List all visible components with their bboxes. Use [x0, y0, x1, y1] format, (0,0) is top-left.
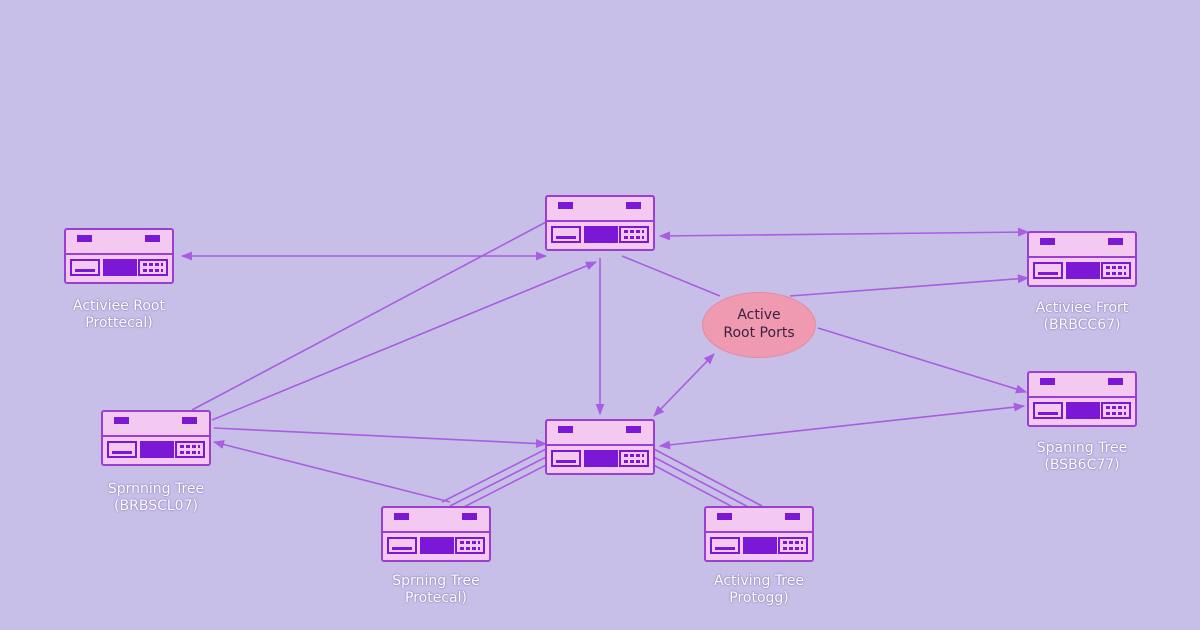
port-panel [103, 435, 209, 464]
label-n7-line1: Sprning Tree [392, 573, 480, 589]
port-panel [66, 253, 172, 282]
link-n5-n8-b [647, 453, 755, 511]
status-led [394, 513, 409, 520]
label-n8-line2: Protogg) [729, 590, 789, 606]
link-n2-bubble [621, 255, 721, 297]
status-led [77, 235, 92, 242]
label-n7-line2: Protecal) [405, 590, 467, 606]
switch-n2 [545, 195, 655, 251]
status-led [558, 202, 573, 209]
link-n2-n4-b [211, 261, 598, 421]
label-n6-line2: (BSB6C77) [1044, 457, 1120, 473]
switch-n1 [64, 228, 174, 284]
link-n2-n4 [191, 221, 547, 411]
status-led [182, 417, 197, 424]
status-led [1040, 238, 1055, 245]
label-n4-line2: (BRBSCL07) [114, 498, 198, 514]
label-n3-line1: Activiee Frort [1035, 300, 1129, 316]
link-n4-n5 [213, 427, 548, 448]
status-led [558, 426, 573, 433]
link-n5-n7-c [457, 459, 557, 511]
link-n5-bubble [653, 353, 715, 417]
label-n3-line2: (BRBCC67) [1043, 317, 1121, 333]
link-bubble-n3 [789, 274, 1030, 297]
link-bubble-n6 [817, 327, 1028, 394]
status-led [717, 513, 732, 520]
switch-n3 [1027, 231, 1137, 287]
link-n2-n3 [658, 227, 1030, 241]
port-panel [706, 531, 812, 560]
label-n8-line1: Activing Tree [714, 573, 804, 589]
link-n5-n6 [658, 402, 1026, 450]
status-led [145, 235, 160, 242]
label-n4: Sprnning Tree (BRBSCL07) [56, 481, 256, 515]
bubble-line2: Root Ports [723, 325, 795, 341]
active-root-ports-bubble: Active Root Ports [702, 292, 816, 358]
status-led [785, 513, 800, 520]
label-n7: Sprning Tree Protecal) [336, 573, 536, 607]
label-n1: Activiee Root Prottecal) [19, 298, 219, 332]
label-n6-line1: Spaning Tree [1036, 440, 1128, 456]
status-led [462, 513, 477, 520]
switch-n7 [381, 506, 491, 562]
label-n6: Spaning Tree (BSB6C77) [982, 440, 1182, 474]
port-panel [1029, 256, 1135, 285]
link-n5-n7-b [449, 453, 553, 507]
status-led [626, 426, 641, 433]
link-n4-n7 [212, 440, 451, 503]
status-led [1108, 238, 1123, 245]
label-n1-line1: Activiee Root [73, 298, 165, 314]
bubble-line1: Active [737, 307, 781, 323]
switch-n4 [101, 410, 211, 466]
link-n5-n7-a [441, 447, 549, 503]
port-panel [383, 531, 489, 560]
label-n8: Activing Tree Protogg) [659, 573, 859, 607]
link-n5-n8-a [651, 447, 763, 507]
status-led [626, 202, 641, 209]
port-panel [1029, 396, 1135, 425]
link-n5-n8-c [643, 459, 747, 515]
switch-n8 [704, 506, 814, 562]
switch-n5 [545, 419, 655, 475]
label-n1-line2: Prottecal) [85, 315, 153, 331]
status-led [114, 417, 129, 424]
port-panel [547, 444, 653, 473]
status-led [1040, 378, 1055, 385]
label-n3: Activiee Frort (BRBCC67) [982, 300, 1182, 334]
switch-n6 [1027, 371, 1137, 427]
status-led [1108, 378, 1123, 385]
port-panel [547, 220, 653, 249]
label-n4-line1: Sprnning Tree [107, 481, 205, 497]
